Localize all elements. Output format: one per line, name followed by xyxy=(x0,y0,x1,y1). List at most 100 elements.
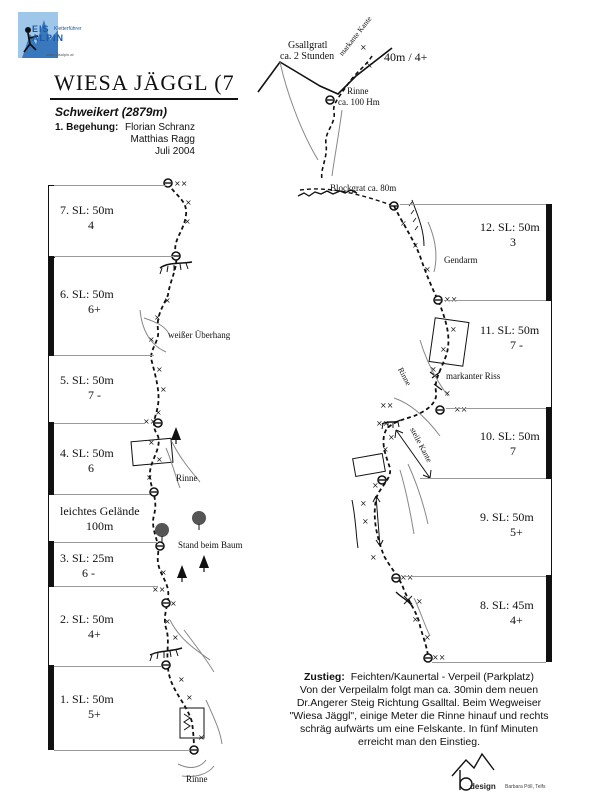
svg-text:××: ×× xyxy=(454,405,467,414)
logo-tagline: Kletterführer xyxy=(54,26,82,32)
svg-text:×: × xyxy=(164,296,171,305)
svg-text:××: ×× xyxy=(174,179,187,188)
svg-text:×: × xyxy=(430,365,437,374)
svg-text:×: × xyxy=(148,335,155,344)
svg-text:××: ×× xyxy=(444,295,457,304)
left-bolts: ×××× ××× ××× ×××× ×××× ××× ××× xyxy=(143,179,205,742)
peak-name: Schweikert (2879m) xyxy=(55,105,168,119)
bp-design-logo xyxy=(451,752,495,791)
svg-text:××: ×× xyxy=(143,417,156,426)
tree-icon xyxy=(176,564,188,583)
title-underline xyxy=(50,98,238,100)
annotation: ca. 2 Stunden xyxy=(280,51,335,62)
svg-text:×: × xyxy=(400,219,407,228)
credit-author: Barbara Pöll, Telfs xyxy=(505,784,546,790)
belay-icon xyxy=(435,405,445,415)
pitch-bar xyxy=(546,408,552,478)
svg-text:×: × xyxy=(362,517,369,526)
belay-icon xyxy=(155,541,165,551)
annotation: Blockgrat ca. 80m xyxy=(330,183,397,193)
svg-text:×: × xyxy=(156,455,163,464)
svg-text:×: × xyxy=(184,217,191,226)
svg-text:×: × xyxy=(424,265,431,274)
svg-text:××: ×× xyxy=(400,573,413,582)
approach-description: Zustieg: Feichten/Kaunertal - Verpeil (P… xyxy=(288,671,550,749)
annotation: Rinne xyxy=(347,86,369,96)
first-ascent-name: Matthias Ragg xyxy=(130,134,195,145)
belay-icon xyxy=(377,475,387,485)
pitch-bar xyxy=(546,576,552,662)
pitch-bar xyxy=(48,256,54,355)
left-route-line xyxy=(149,182,195,753)
svg-text:×: × xyxy=(154,313,161,322)
svg-text:×: × xyxy=(172,633,179,642)
upper-route-line xyxy=(320,55,373,181)
pitch-bar xyxy=(546,300,552,408)
eis-alpin-logo-icon xyxy=(18,12,58,58)
ridge-line xyxy=(257,47,393,95)
svg-text:×: × xyxy=(412,241,419,250)
svg-text:×: × xyxy=(360,499,367,508)
pitch-bar xyxy=(48,355,54,423)
svg-text:××: ×× xyxy=(152,585,165,594)
logo-text: ALPIN xyxy=(32,33,64,43)
svg-text:×: × xyxy=(360,43,367,52)
approach-text: Von der Verpeilalm folgt man ca. 30min d… xyxy=(289,684,549,748)
svg-text:×: × xyxy=(160,568,167,577)
svg-text:×: × xyxy=(156,365,163,374)
pitch-bar xyxy=(48,494,54,542)
svg-text:×: × xyxy=(440,345,447,354)
belay-icon xyxy=(423,653,433,663)
pitch-bar xyxy=(546,478,552,576)
tree-icon xyxy=(170,426,182,445)
belay-icon xyxy=(161,660,171,670)
bush-icon xyxy=(155,523,169,537)
pitch-bar xyxy=(48,586,54,666)
pitch-bar xyxy=(48,423,54,494)
svg-text:×: × xyxy=(146,473,153,482)
belay-icon xyxy=(325,95,335,105)
svg-text:×: × xyxy=(160,385,167,394)
belay-icon xyxy=(391,573,401,583)
first-ascent-name: Florian Schranz xyxy=(124,122,195,133)
first-ascent-date: Juli 2004 xyxy=(154,146,195,157)
svg-text:×: × xyxy=(370,553,377,562)
svg-text:×: × xyxy=(170,599,177,608)
overhang-icon xyxy=(159,261,193,269)
bush-icon xyxy=(192,511,206,525)
right-route-line xyxy=(373,205,450,659)
first-ascent-label: 1. Begehung: xyxy=(55,122,119,133)
belay-icon xyxy=(161,598,171,608)
annotation: Rinne xyxy=(186,774,208,784)
svg-text:×: × xyxy=(178,675,185,684)
annotation: ca. 100 Hm xyxy=(338,97,380,107)
belay-icon xyxy=(149,487,159,497)
svg-text:×: × xyxy=(148,438,155,447)
pitch-bar xyxy=(48,185,55,258)
page-title: WIESA JÄGGL (7 xyxy=(54,70,235,95)
svg-text:×: × xyxy=(164,617,171,626)
tree-icon xyxy=(198,554,210,573)
belay-icon xyxy=(153,418,163,428)
svg-text:×: × xyxy=(155,408,162,417)
svg-text:×: × xyxy=(382,445,389,454)
blockgrat-line xyxy=(299,188,395,207)
svg-text:×: × xyxy=(412,615,419,624)
logo-url[interactable]: www.eisalpin.at xyxy=(46,52,74,57)
annotation: markanter Riss xyxy=(446,371,501,381)
svg-text:××: ×× xyxy=(380,401,393,410)
